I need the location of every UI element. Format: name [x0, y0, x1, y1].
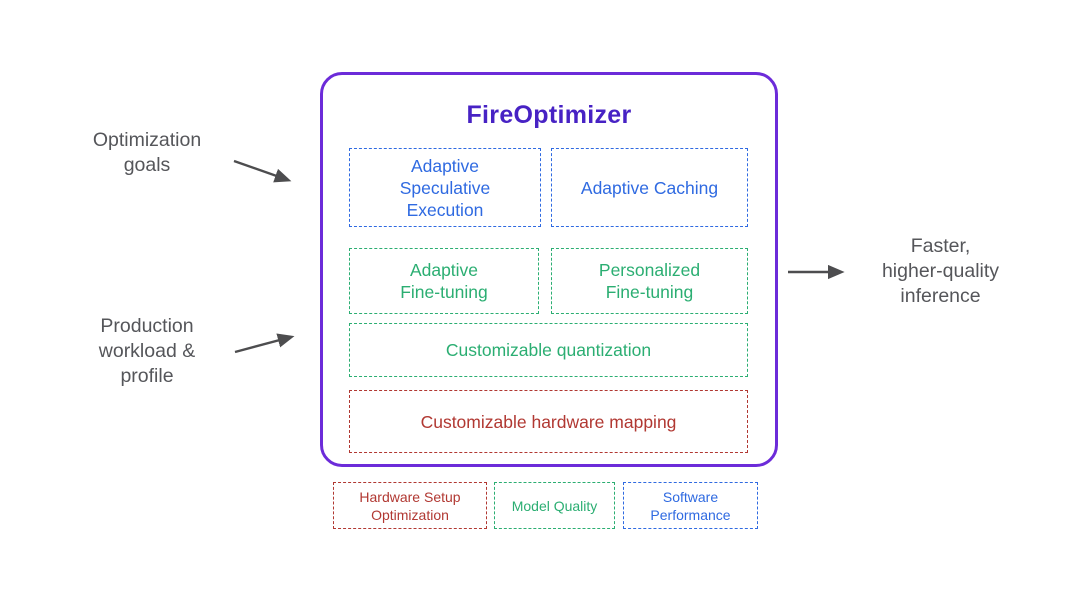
- arrow-optimization-goals: [233, 159, 292, 183]
- module-adaptive-speculative-execution: Adaptive Speculative Execution: [349, 148, 541, 227]
- label-faster-higher-quality-inference: Faster, higher-quality inference: [881, 235, 1000, 307]
- legend-software-performance: Software Performance: [623, 482, 758, 529]
- legend-hardware-setup-optimization: Hardware Setup Optimization: [333, 482, 487, 529]
- legend-model-quality: Model Quality: [494, 482, 615, 529]
- module-adaptive-fine-tuning: Adaptive Fine-tuning: [349, 248, 539, 314]
- module-adaptive-caching: Adaptive Caching: [551, 148, 748, 227]
- label-production-workload-profile: Production workload & profile: [98, 315, 196, 387]
- module-personalized-fine-tuning: Personalized Fine-tuning: [551, 248, 748, 314]
- fireoptimizer-container: FireOptimizer Adaptive Speculative Execu…: [320, 72, 778, 467]
- module-customizable-quantization: Customizable quantization: [349, 323, 748, 377]
- label-optimization-goals: Optimization goals: [92, 129, 202, 176]
- arrow-production-workload: [234, 333, 295, 354]
- fireoptimizer-title: FireOptimizer: [466, 101, 632, 129]
- module-customizable-hardware-mapping: Customizable hardware mapping: [349, 390, 748, 453]
